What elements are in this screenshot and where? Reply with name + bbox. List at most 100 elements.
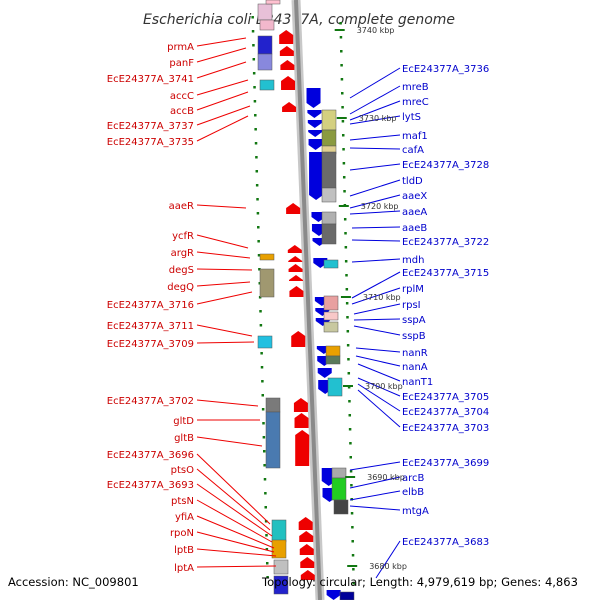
left-feature-box — [257, 53, 273, 71]
left-gene-label: prmA — [167, 42, 194, 53]
left-gene-label: ptsO — [171, 465, 194, 476]
left-leader-line — [196, 548, 277, 557]
right-leader-line — [375, 540, 401, 579]
forward-gene-arrow — [288, 264, 303, 272]
right-gene-label: tldD — [402, 176, 423, 187]
left-gene-label: EcE24377A_3716 — [107, 300, 194, 311]
leader-lines — [196, 37, 401, 579]
right-tick-dot — [341, 106, 344, 109]
left-leader-line — [196, 268, 253, 271]
right-tick-dot — [342, 162, 346, 165]
right-feature-box — [321, 211, 337, 225]
right-gene-label: elbB — [402, 487, 424, 498]
right-gene-label: nanT1 — [402, 377, 433, 388]
right-leader-line — [357, 383, 401, 412]
right-gene-label: EcE24377A_3705 — [402, 392, 489, 403]
right-leader-line — [351, 271, 401, 299]
right-tick-dot — [346, 344, 350, 347]
accession-text: Accession: NC_009801 — [8, 575, 139, 589]
right-leader-line — [349, 163, 401, 171]
right-tick-dot — [340, 78, 344, 81]
left-gene-label: argR — [171, 248, 194, 259]
left-gene-label: EcE24377A_3709 — [107, 339, 194, 350]
forward-gene-arrow — [295, 430, 310, 466]
left-feature-box — [259, 19, 275, 31]
right-feature-box — [327, 377, 343, 397]
left-tick-dot — [264, 520, 268, 523]
forward-gene-arrow — [299, 531, 314, 542]
right-gene-label: EcE24377A_3703 — [402, 423, 489, 434]
right-tick-dot — [347, 372, 351, 375]
right-tick-dot — [345, 274, 348, 277]
right-gene-label: nanR — [402, 348, 428, 359]
right-feature-box — [321, 129, 337, 147]
left-gene-label: EcE24377A_3735 — [107, 137, 194, 148]
left-leader-line — [196, 204, 247, 209]
right-feature-box — [325, 345, 341, 357]
right-leader-line — [349, 461, 401, 471]
left-leader-line — [196, 234, 249, 249]
kbp-label: 3720 kbp — [361, 202, 399, 211]
left-leader-line — [196, 79, 249, 96]
right-tick-dot — [347, 358, 350, 361]
forward-gene-arrow — [279, 30, 294, 44]
left-feature-box — [271, 519, 287, 543]
forward-gene-arrow — [280, 60, 295, 70]
right-gene-label: EcE24377A_3683 — [402, 537, 489, 548]
right-tick-dot — [351, 540, 354, 543]
left-feature-box — [257, 335, 273, 349]
right-gene-label: EcE24377A_3736 — [402, 64, 489, 75]
right-leader-line — [357, 363, 401, 382]
left-tick-dot — [257, 226, 260, 229]
left-leader-line — [196, 105, 251, 126]
right-tick-dot — [340, 64, 343, 67]
right-gene-label: EcE24377A_3728 — [402, 160, 489, 171]
left-leader-line — [196, 324, 253, 337]
kbp-label: 3680 kbp — [369, 562, 407, 571]
right-gene-label: EcE24377A_3715 — [402, 268, 489, 279]
left-gene-label: EcE24377A_3741 — [107, 74, 194, 85]
right-tick-dot — [340, 50, 343, 53]
right-tick-dot — [348, 428, 352, 431]
right-gene-label: nanA — [402, 362, 428, 373]
left-leader-line — [196, 251, 251, 259]
right-tick-dot — [352, 568, 355, 571]
right-gene-label: rpsI — [402, 300, 421, 311]
left-tick-dot — [263, 478, 267, 481]
left-tick-dot — [263, 450, 266, 453]
left-tick-dot — [261, 408, 265, 411]
right-tick-dot — [342, 148, 345, 151]
right-feature-box — [321, 109, 337, 131]
left-tick-dot — [253, 86, 256, 89]
right-leader-line — [349, 115, 401, 125]
right-tick-dot — [345, 288, 349, 291]
left-tick-dot — [265, 534, 268, 537]
forward-gene-arrow — [293, 398, 308, 412]
left-tick-dot — [260, 352, 263, 355]
left-feature-box — [271, 539, 287, 559]
reverse-gene-arrow — [308, 130, 323, 137]
right-feature-box — [323, 321, 339, 333]
left-tick-dot — [255, 156, 258, 159]
label-layer: prmApanFEcE24377A_3741accCaccBEcE24377A_… — [107, 42, 490, 574]
left-leader-line — [196, 515, 275, 549]
reverse-gene-arrow — [326, 590, 341, 600]
right-tick-dot — [346, 316, 349, 319]
right-feature-box — [331, 467, 347, 479]
forward-gene-arrow — [289, 286, 304, 297]
left-tick-dot — [265, 548, 269, 551]
right-leader-line — [349, 100, 401, 121]
right-feature-box — [321, 187, 337, 203]
left-feature-box — [265, 0, 281, 5]
left-gene-label: EcE24377A_3693 — [107, 480, 194, 491]
right-tick-dot — [344, 260, 348, 263]
right-gene-label: aaeB — [402, 223, 427, 234]
right-tick-dot — [339, 36, 343, 39]
right-leader-line — [351, 287, 401, 305]
right-leader-line — [349, 67, 401, 99]
left-feature-box — [259, 268, 275, 298]
forward-gene-arrow — [294, 413, 309, 428]
right-leader-line — [357, 389, 401, 428]
right-feature-box — [323, 295, 339, 311]
